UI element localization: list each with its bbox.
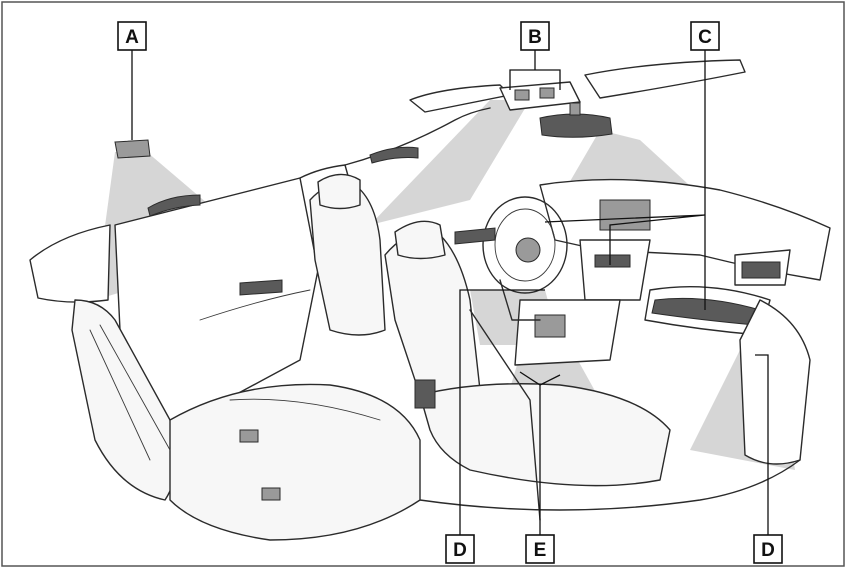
- rear-console-vents: [415, 380, 435, 408]
- callout-a-label: A: [125, 27, 139, 48]
- driver-headrest: [318, 174, 360, 208]
- callout-d-right: D: [754, 535, 782, 563]
- callout-a: A: [118, 22, 146, 50]
- mirror-mount: [570, 103, 580, 115]
- callout-d-left-label: D: [453, 540, 467, 561]
- rear-seat-latch: [262, 488, 280, 500]
- callout-c-label: C: [698, 27, 712, 48]
- rear-cushion: [170, 384, 420, 540]
- vent-grille: [742, 262, 780, 278]
- callout-b: B: [521, 22, 549, 50]
- climate-controls: [595, 255, 630, 267]
- rear-seatbelt-buckle: [240, 430, 258, 442]
- callout-e: E: [526, 535, 554, 563]
- rearview-mirror: [540, 114, 612, 137]
- shift-lever: [535, 315, 565, 337]
- callout-e-label: E: [534, 540, 547, 561]
- map-light-right: [540, 88, 554, 98]
- passenger-headrest: [395, 221, 445, 258]
- callout-d-right-label: D: [761, 540, 775, 561]
- center-console-lower: [515, 300, 620, 365]
- callout-c: C: [691, 22, 719, 50]
- callout-b-label: B: [528, 27, 542, 48]
- center-display: [600, 200, 650, 230]
- rear-dome-light: [115, 140, 150, 158]
- map-light-left: [515, 90, 529, 100]
- callout-d-left: D: [446, 535, 474, 563]
- rear-door-handle: [240, 280, 282, 295]
- center-console-upper: [580, 240, 650, 300]
